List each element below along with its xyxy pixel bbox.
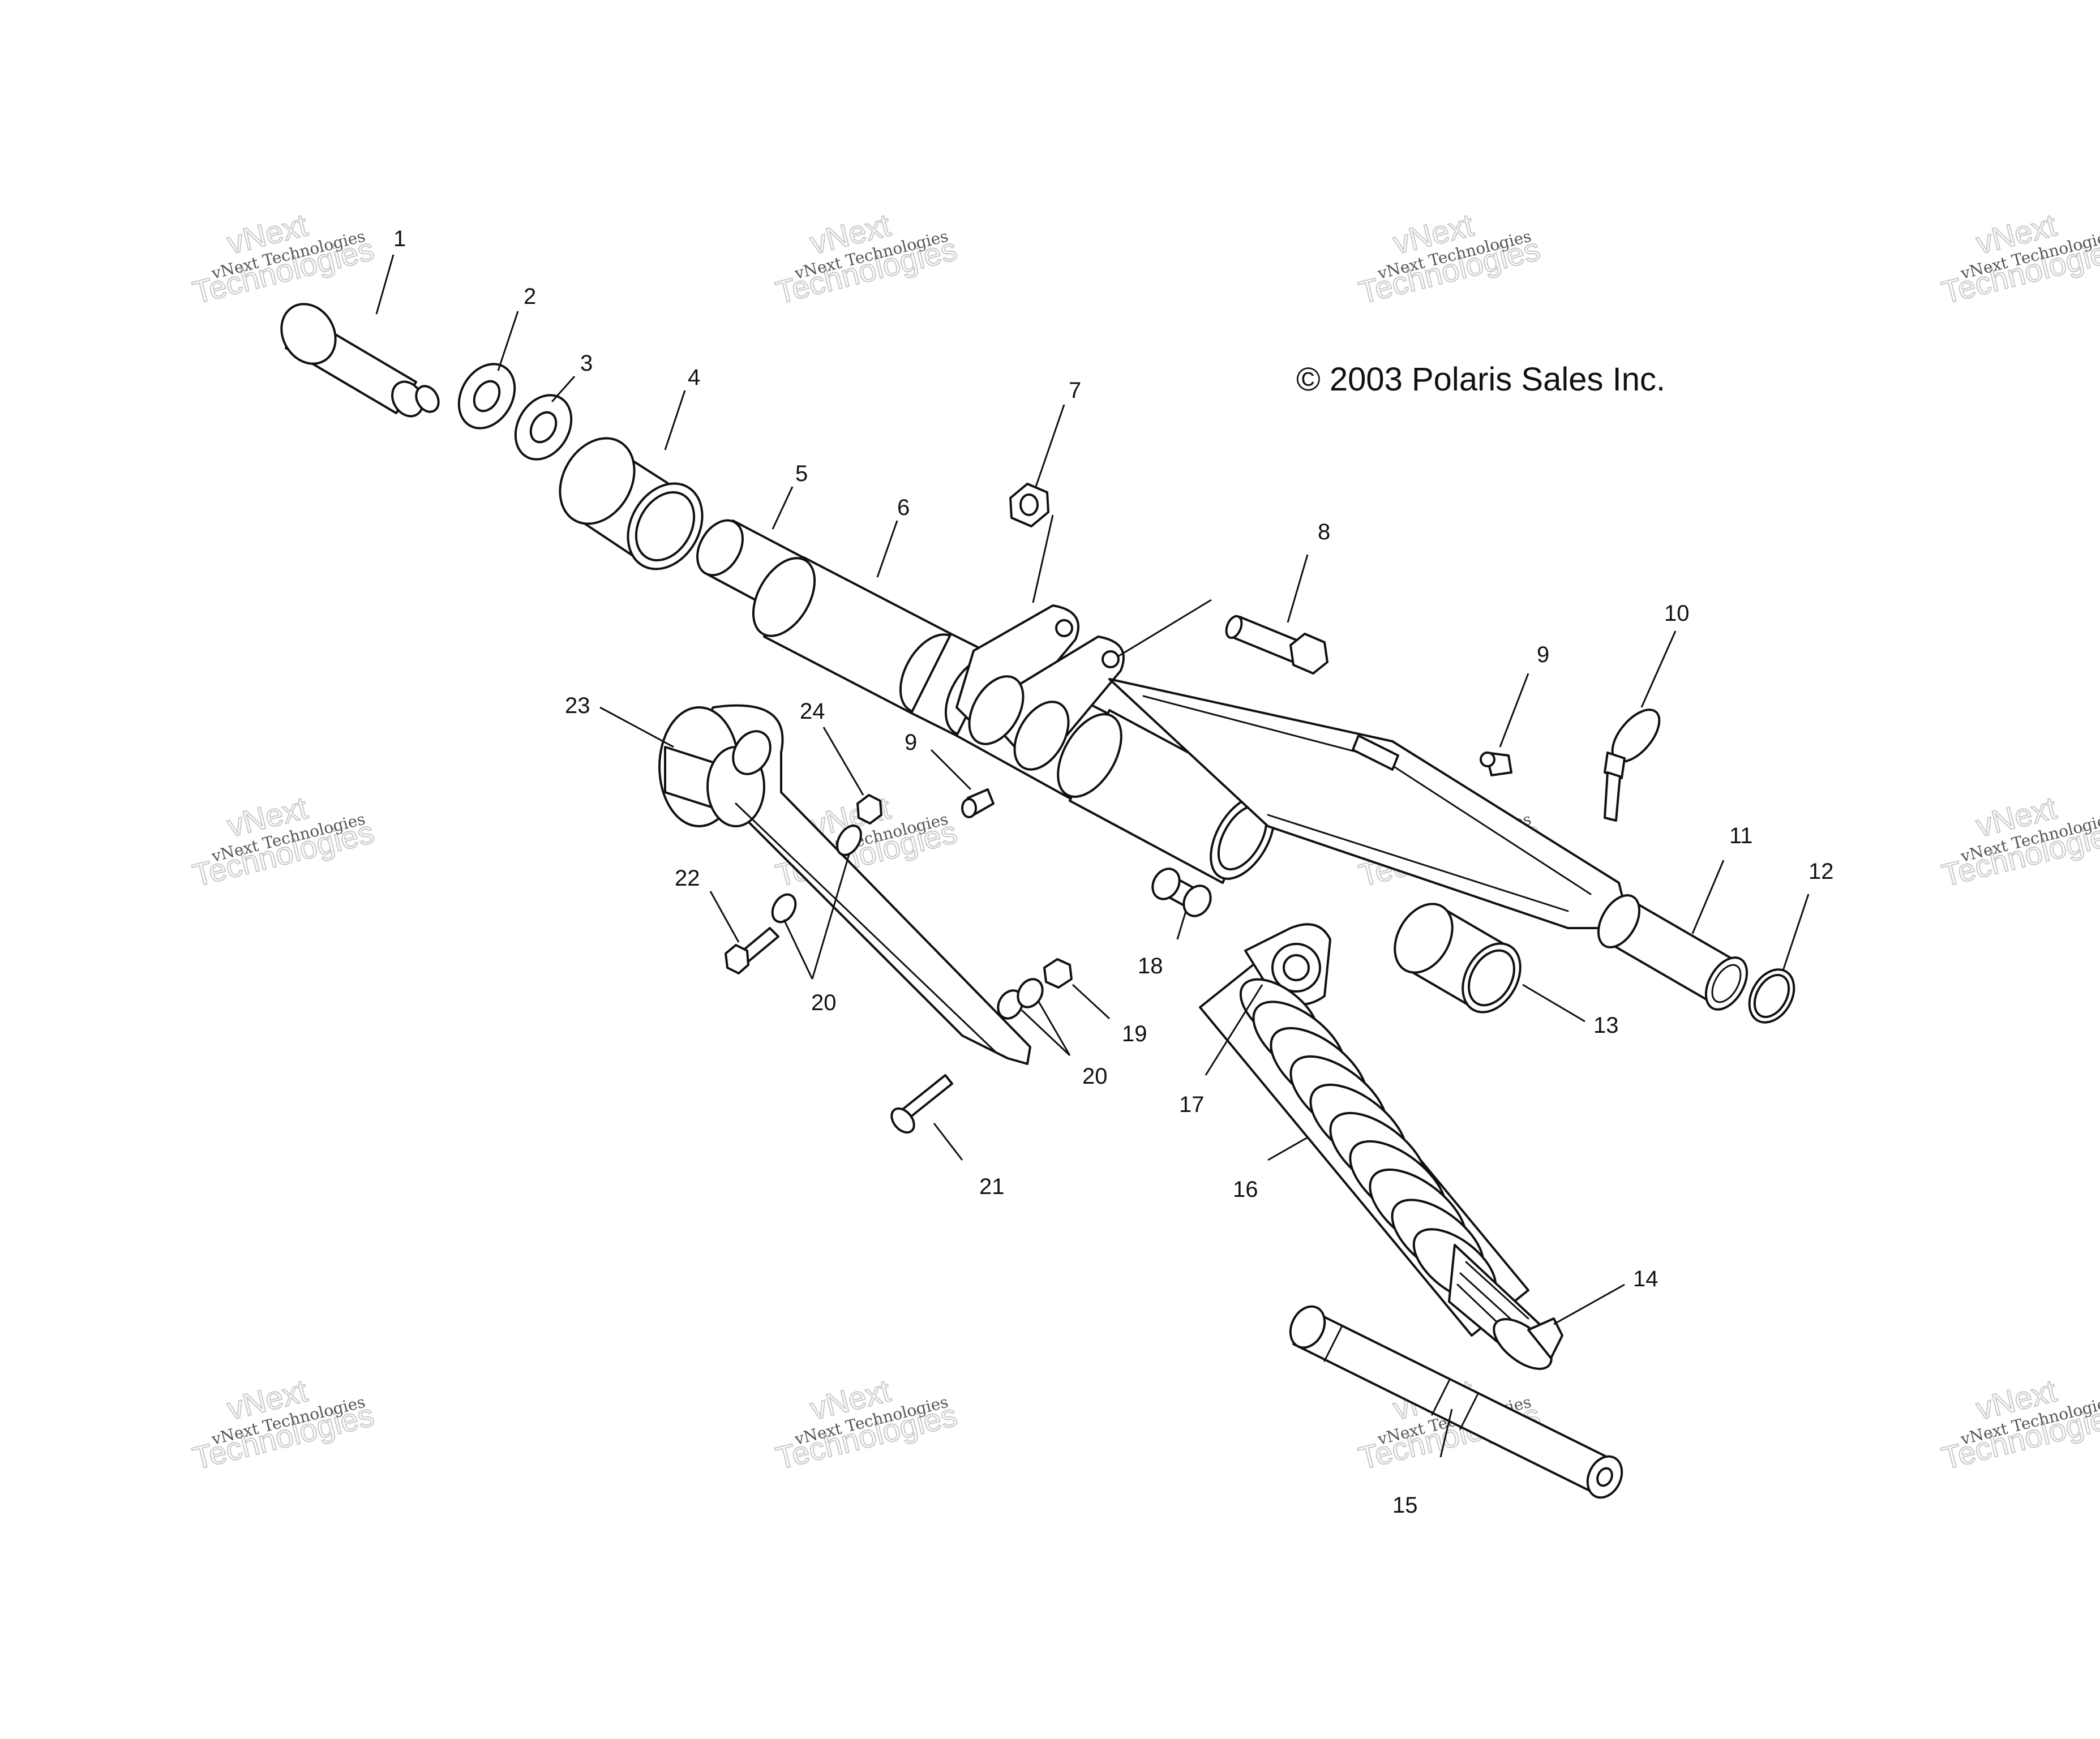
callout-22: 22 xyxy=(675,866,700,891)
callout-9-left: 9 xyxy=(905,730,917,755)
watermark: vNext Technologies vNext Technologies xyxy=(1938,1372,2100,1476)
leader-lines xyxy=(375,254,1810,1458)
part-18-spacer xyxy=(1151,868,1212,917)
part-24-nut xyxy=(856,794,882,825)
callout-11: 11 xyxy=(1729,823,1753,848)
watermark: vNext Technologies vNext Technologies xyxy=(772,206,961,311)
callout-numbers: 1 2 3 4 5 6 7 8 9 10 11 12 13 14 15 16 1… xyxy=(393,226,1834,1518)
callout-12: 12 xyxy=(1808,859,1834,884)
part-23-rocker-arm xyxy=(658,704,1031,1065)
callout-20-right: 20 xyxy=(1082,1064,1108,1089)
callout-18: 18 xyxy=(1138,954,1163,978)
callout-8: 8 xyxy=(1318,519,1330,544)
part-3-washer xyxy=(514,394,573,461)
callout-5: 5 xyxy=(795,461,808,486)
callout-13: 13 xyxy=(1593,1013,1619,1038)
callout-7: 7 xyxy=(1069,378,1081,403)
part-15-shaft xyxy=(1289,1305,1623,1499)
part-12-ring xyxy=(1748,968,1795,1024)
part-20-washers xyxy=(771,825,1044,1020)
callout-10: 10 xyxy=(1664,601,1690,626)
watermark: vNext Technologies vNext Technologies xyxy=(188,789,378,894)
callout-6: 6 xyxy=(897,495,910,520)
part-19-nut xyxy=(1043,958,1073,989)
copyright-text: © 2003 Polaris Sales Inc. xyxy=(1296,361,1665,398)
callout-2: 2 xyxy=(524,284,536,309)
callout-24: 24 xyxy=(800,699,825,724)
part-9-grease-fitting xyxy=(1480,752,1512,776)
rear-arm-assembly xyxy=(955,604,1631,929)
part-10-cable-tie xyxy=(1604,709,1661,822)
part-1-bolt xyxy=(280,303,440,418)
watermark: vNext Technologies vNext Technologies xyxy=(772,1372,961,1476)
callout-14: 14 xyxy=(1633,1266,1658,1291)
callout-16: 16 xyxy=(1233,1177,1258,1202)
watermark: vNext Technologies vNext Technologies xyxy=(188,206,378,311)
part-2-washer xyxy=(457,363,516,430)
part-4-bushing xyxy=(559,437,704,570)
callout-19: 19 xyxy=(1122,1021,1147,1046)
watermark: vNext Technologies vNext Technologies xyxy=(1938,789,2100,894)
part-11-tube xyxy=(1597,894,1748,1011)
part-7-nut xyxy=(1009,483,1049,527)
callout-20-left: 20 xyxy=(811,990,837,1015)
part-21-bolt xyxy=(890,1074,953,1134)
watermark: vNext Technologies vNext Technologies xyxy=(188,1372,378,1476)
watermark: vNext Technologies vNext Technologies xyxy=(1938,206,2100,311)
watermark: vNext Technologies vNext Technologies xyxy=(1355,206,1544,311)
callout-15: 15 xyxy=(1392,1493,1418,1518)
callout-3: 3 xyxy=(580,351,593,376)
part-22-bolt xyxy=(725,927,779,974)
callout-4: 4 xyxy=(688,365,700,390)
part-13-bushing xyxy=(1394,903,1522,1014)
callout-9: 9 xyxy=(1537,642,1549,667)
callout-21: 21 xyxy=(979,1174,1005,1199)
part-9-grease-fitting-left xyxy=(961,788,995,818)
callout-1: 1 xyxy=(393,226,406,251)
callout-23: 23 xyxy=(565,693,590,718)
part-16-shock-absorber xyxy=(1199,923,1563,1370)
part-8-bolt xyxy=(1225,615,1328,675)
callout-17: 17 xyxy=(1179,1092,1205,1117)
